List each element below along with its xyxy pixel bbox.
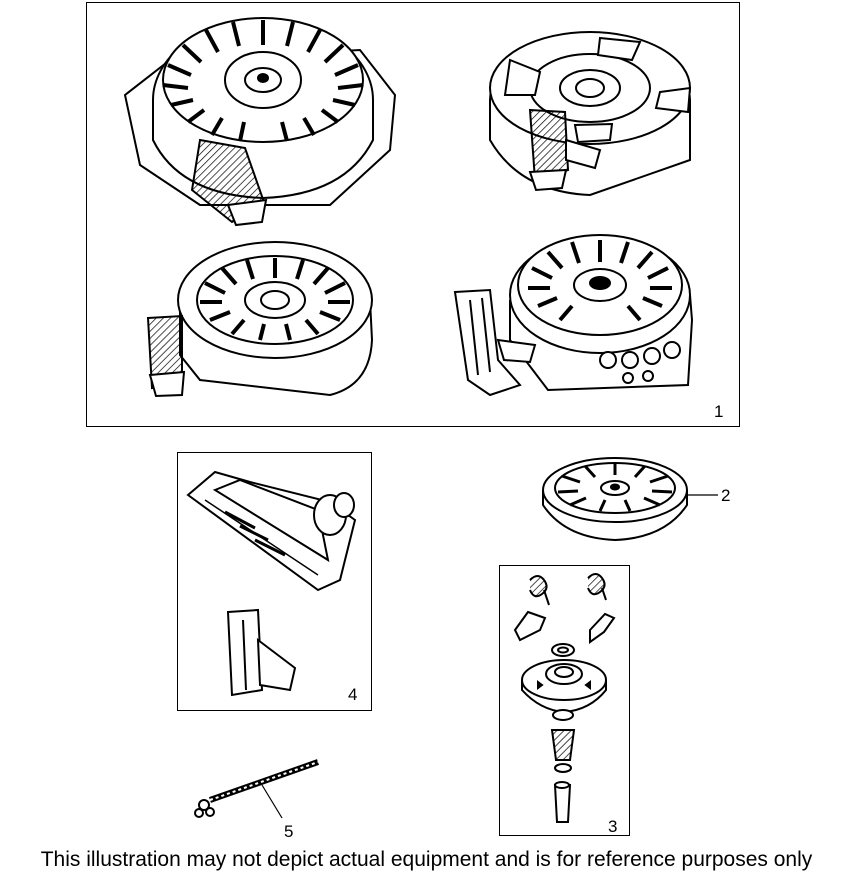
callout-rope: 5 bbox=[284, 822, 294, 841]
recoil-starter-tall-icon bbox=[453, 234, 694, 397]
pawl-spring-kit-icon bbox=[513, 573, 616, 823]
callout-handle-kit: 4 bbox=[348, 685, 358, 704]
starter-rope-icon bbox=[194, 759, 319, 819]
callout-pulley: 2 bbox=[721, 486, 731, 505]
callout-pawl-kit: 3 bbox=[608, 817, 618, 836]
rope-pulley-icon bbox=[542, 457, 718, 542]
callout-assembly: 1 bbox=[714, 402, 724, 421]
starter-handle-icon bbox=[186, 470, 357, 697]
disclaimer-caption: This illustration may not depict actual … bbox=[40, 848, 813, 871]
recoil-starter-flanged-icon bbox=[123, 17, 397, 227]
recoil-starter-low-icon bbox=[146, 241, 374, 398]
recoil-starter-spoked-icon bbox=[489, 31, 692, 197]
